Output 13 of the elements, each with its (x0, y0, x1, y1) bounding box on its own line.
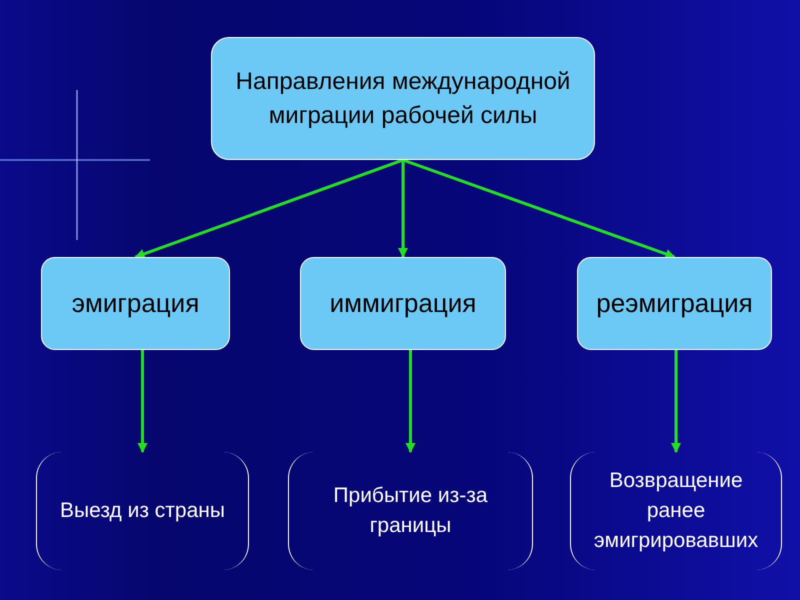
arrow (138, 350, 148, 453)
arrow (134, 158, 404, 259)
arrow (398, 160, 408, 258)
arrow (406, 350, 416, 453)
description-bracket-box: Прибытие из-за границы (288, 452, 533, 570)
title-box: Направления международной миграции рабочей силы (211, 37, 595, 160)
arrow (671, 350, 681, 453)
category-box: иммиграция (300, 257, 506, 350)
category-box: эмиграция (41, 257, 230, 350)
description-bracket-box: Выезд из страны (36, 452, 249, 570)
arrow (402, 158, 676, 259)
description-bracket-box: Возвращение ранее эмигрировавших (570, 452, 782, 570)
category-box: реэмиграция (577, 257, 772, 350)
